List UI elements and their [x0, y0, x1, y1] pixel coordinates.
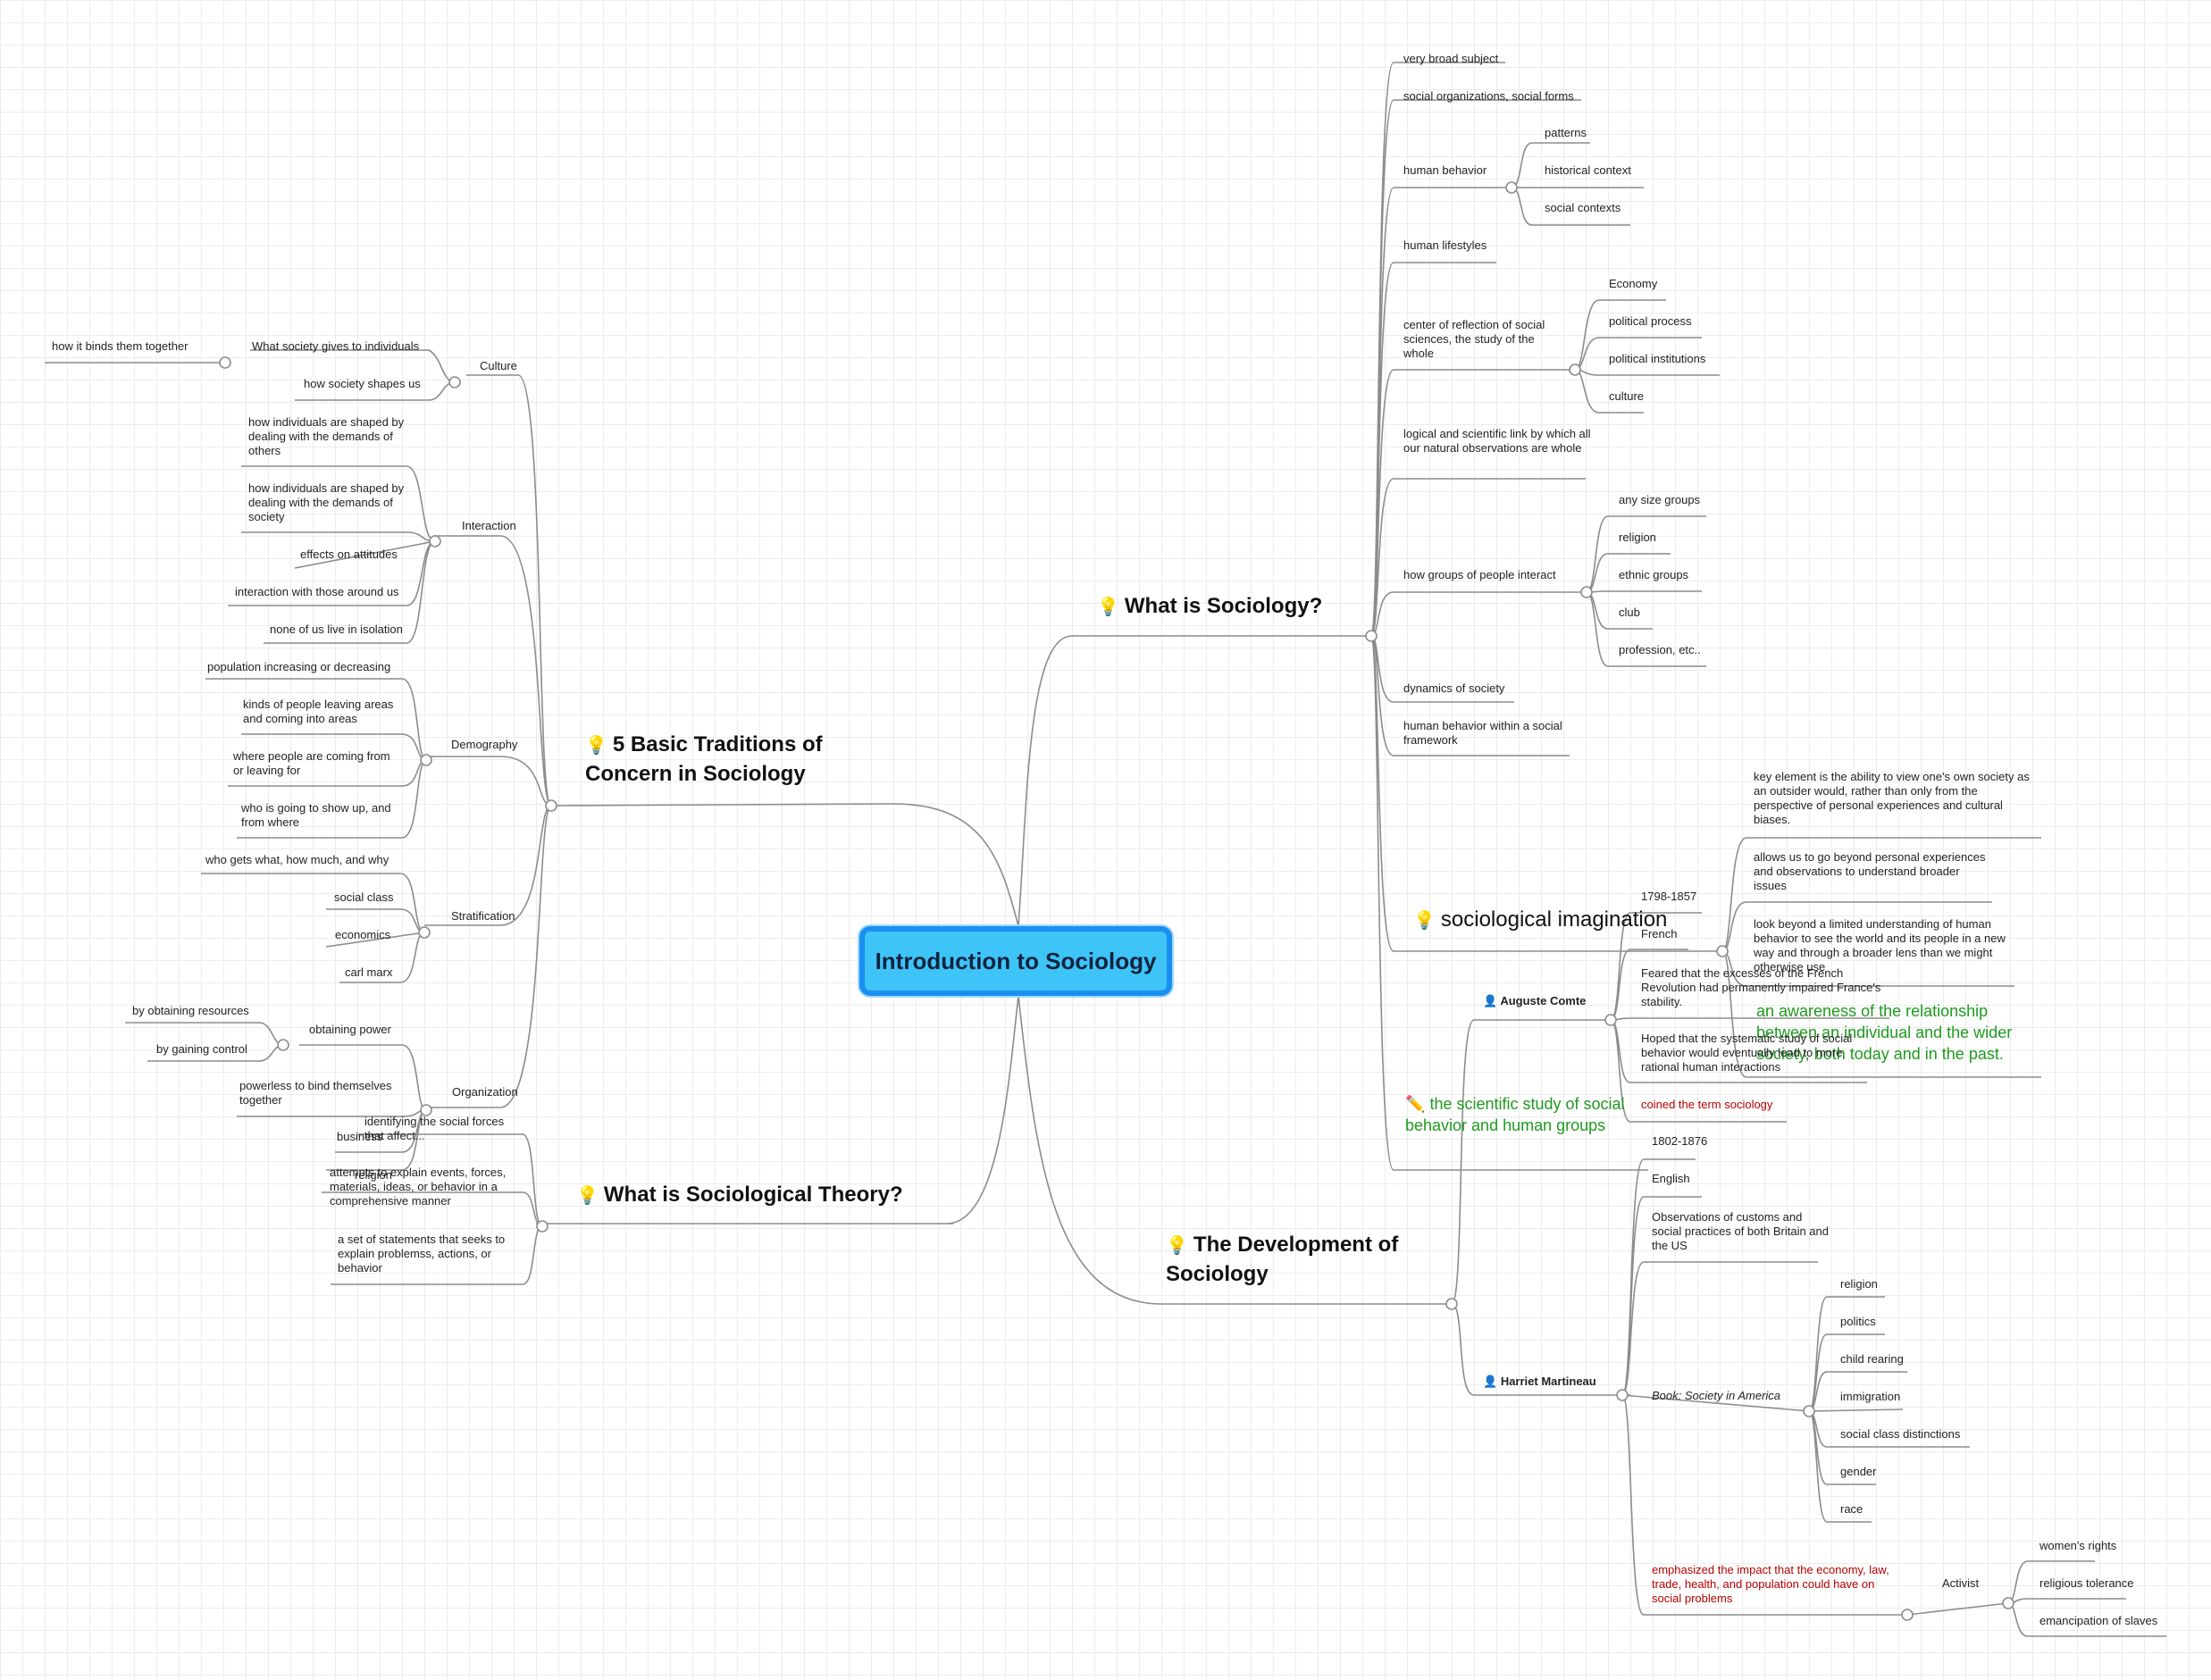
- node-demography-item[interactable]: kinds of people leaving areas and coming…: [243, 698, 394, 725]
- node-activist-item[interactable]: religious tolerance: [2039, 1576, 2134, 1590]
- node-book-topic[interactable]: gender: [1840, 1465, 1877, 1478]
- node-power-sub[interactable]: by gaining control: [156, 1042, 247, 1056]
- node-interaction-item[interactable]: none of us live in isolation: [270, 623, 403, 636]
- node-activist-item[interactable]: women's rights: [2039, 1539, 2117, 1552]
- node-organization-item[interactable]: powerless to bind themselves together: [239, 1079, 392, 1107]
- definition-note: ✏️ the scientific study of social behavi…: [1405, 1095, 1625, 1134]
- node-book-topic[interactable]: immigration: [1840, 1390, 1901, 1403]
- node-culture-sub[interactable]: how it binds them together: [52, 339, 188, 353]
- node-comte-item[interactable]: French: [1641, 927, 1678, 940]
- node-whatis-item[interactable]: very broad subject: [1403, 52, 1499, 65]
- node-culture[interactable]: Culture: [480, 359, 517, 372]
- node-activist-item[interactable]: emancipation of slaves: [2039, 1614, 2158, 1627]
- imagination-note: an awareness of the relationship between…: [1756, 1002, 2013, 1063]
- node-comte-item[interactable]: coined the term sociology: [1641, 1098, 1773, 1111]
- node-demography-item[interactable]: where people are coming from or leaving …: [233, 749, 390, 777]
- node-groups-sub[interactable]: profession, etc..: [1619, 643, 1701, 656]
- lightbulb-icon: 💡: [576, 1186, 599, 1206]
- node-whatis-item[interactable]: social organizations, social forms: [1403, 89, 1574, 103]
- node-stratification[interactable]: Stratification: [451, 909, 515, 923]
- node-stratification-item[interactable]: who gets what, how much, and why: [205, 853, 389, 866]
- node-sociological-imagination[interactable]: 💡sociological imagination: [1413, 907, 1668, 932]
- node-martineau-item[interactable]: emphasized the impact that the economy, …: [1652, 1563, 1889, 1605]
- node-whatis-item[interactable]: how groups of people interact: [1403, 568, 1556, 581]
- central-topic-label: Introduction to Sociology: [875, 947, 1157, 974]
- pencil-icon: ✏️: [1405, 1095, 1426, 1113]
- node-book-topic[interactable]: religion: [1840, 1277, 1878, 1291]
- person-icon: 👤: [1483, 994, 1498, 1007]
- node-book-topic[interactable]: child rearing: [1840, 1352, 1904, 1366]
- node-demography[interactable]: Demography: [451, 738, 518, 751]
- node-whatis-item[interactable]: dynamics of society: [1403, 681, 1505, 695]
- node-harriet-martineau[interactable]: 👤 Harriet Martineau: [1483, 1375, 1596, 1388]
- node-interaction-item[interactable]: how individuals are shaped by dealing wi…: [248, 481, 405, 523]
- node-interaction[interactable]: Interaction: [462, 519, 516, 532]
- node-reflection-sub[interactable]: political institutions: [1609, 352, 1706, 365]
- node-power-sub[interactable]: by obtaining resources: [132, 1004, 249, 1017]
- node-organization-item[interactable]: business: [337, 1130, 383, 1143]
- node-behavior-sub[interactable]: patterns: [1545, 126, 1587, 139]
- topic-what-is-sociology[interactable]: 💡What is Sociology?: [1097, 594, 1323, 618]
- node-organization-item[interactable]: obtaining power: [309, 1023, 391, 1036]
- topic-sociological-theory[interactable]: 💡What is Sociological Theory?: [576, 1183, 903, 1207]
- node-interaction-item[interactable]: interaction with those around us: [235, 585, 399, 598]
- node-organization-item[interactable]: religion: [355, 1168, 392, 1182]
- lightbulb-icon: 💡: [1097, 598, 1119, 617]
- lightbulb-icon: 💡: [1166, 1236, 1188, 1256]
- node-book-topic[interactable]: race: [1840, 1502, 1863, 1516]
- node-imagination-item[interactable]: allows us to go beyond personal experien…: [1754, 850, 1986, 892]
- node-whatis-item[interactable]: human behavior: [1403, 163, 1487, 177]
- node-groups-sub[interactable]: club: [1619, 606, 1640, 619]
- node-demography-item[interactable]: who is going to show up, and from where: [241, 801, 391, 829]
- node-whatis-item[interactable]: human behavior within a social framework: [1403, 719, 1562, 747]
- node-interaction-item[interactable]: effects on attitudes: [300, 547, 398, 561]
- node-stratification-item[interactable]: economics: [335, 928, 391, 941]
- topic-development[interactable]: 💡The Development of Sociology: [1166, 1233, 1399, 1286]
- node-groups-sub[interactable]: any size groups: [1619, 493, 1701, 506]
- node-whatis-item[interactable]: center of reflection of social sciences,…: [1403, 318, 1545, 360]
- node-behavior-sub[interactable]: historical context: [1545, 163, 1631, 177]
- node-book-topic[interactable]: politics: [1840, 1315, 1876, 1328]
- node-culture-item[interactable]: how society shapes us: [304, 377, 421, 390]
- node-demography-item[interactable]: population increasing or decreasing: [207, 660, 391, 673]
- lightbulb-icon: 💡: [1413, 911, 1436, 931]
- node-book-topic[interactable]: social class distinctions: [1840, 1427, 1961, 1441]
- node-groups-sub[interactable]: religion: [1619, 531, 1656, 544]
- node-reflection-sub[interactable]: culture: [1609, 389, 1645, 403]
- node-groups-sub[interactable]: ethnic groups: [1619, 568, 1689, 581]
- node-stratification-item[interactable]: carl marx: [345, 965, 393, 979]
- node-whatis-item[interactable]: human lifestyles: [1403, 238, 1487, 252]
- node-theory-item[interactable]: attempts to explain events, forces, mate…: [330, 1166, 507, 1208]
- node-martineau-item[interactable]: 1802-1876: [1652, 1134, 1708, 1148]
- node-activist[interactable]: Activist: [1942, 1576, 1980, 1590]
- node-imagination-item[interactable]: key element is the ability to view one's…: [1754, 770, 2030, 826]
- node-interaction-item[interactable]: how individuals are shaped by dealing wi…: [248, 415, 405, 457]
- node-stratification-item[interactable]: social class: [334, 890, 394, 904]
- node-theory-item[interactable]: a set of statements that seeks to explai…: [338, 1233, 506, 1275]
- node-culture-item[interactable]: What society gives to individuals: [252, 339, 420, 353]
- node-auguste-comte[interactable]: 👤 Auguste Comte: [1483, 994, 1587, 1007]
- node-comte-item[interactable]: Hoped that the systematic study of socia…: [1641, 1032, 1853, 1074]
- node-comte-item[interactable]: 1798-1857: [1641, 890, 1697, 903]
- node-martineau-item[interactable]: Observations of customs and social pract…: [1652, 1210, 1829, 1252]
- node-reflection-sub[interactable]: political process: [1609, 314, 1692, 328]
- node-whatis-item[interactable]: logical and scientific link by which all…: [1403, 427, 1591, 455]
- lightbulb-icon: 💡: [585, 736, 607, 756]
- node-martineau-book[interactable]: Book: Society in America: [1652, 1389, 1781, 1402]
- node-behavior-sub[interactable]: social contexts: [1545, 201, 1621, 214]
- person-icon: 👤: [1483, 1375, 1498, 1388]
- node-comte-item[interactable]: Feared that the excesses of the French R…: [1641, 966, 1881, 1008]
- topic-traditions[interactable]: 💡5 Basic Traditions of Concern in Sociol…: [585, 732, 823, 786]
- node-theory-item[interactable]: identifying the social forces that affec…: [364, 1115, 505, 1142]
- node-organization[interactable]: Organization: [452, 1085, 518, 1099]
- central-topic[interactable]: Introduction to Sociology: [859, 926, 1172, 996]
- node-martineau-item[interactable]: English: [1652, 1172, 1690, 1185]
- node-imagination-item[interactable]: look beyond a limited understanding of h…: [1754, 917, 2006, 974]
- node-reflection-sub[interactable]: Economy: [1609, 277, 1658, 290]
